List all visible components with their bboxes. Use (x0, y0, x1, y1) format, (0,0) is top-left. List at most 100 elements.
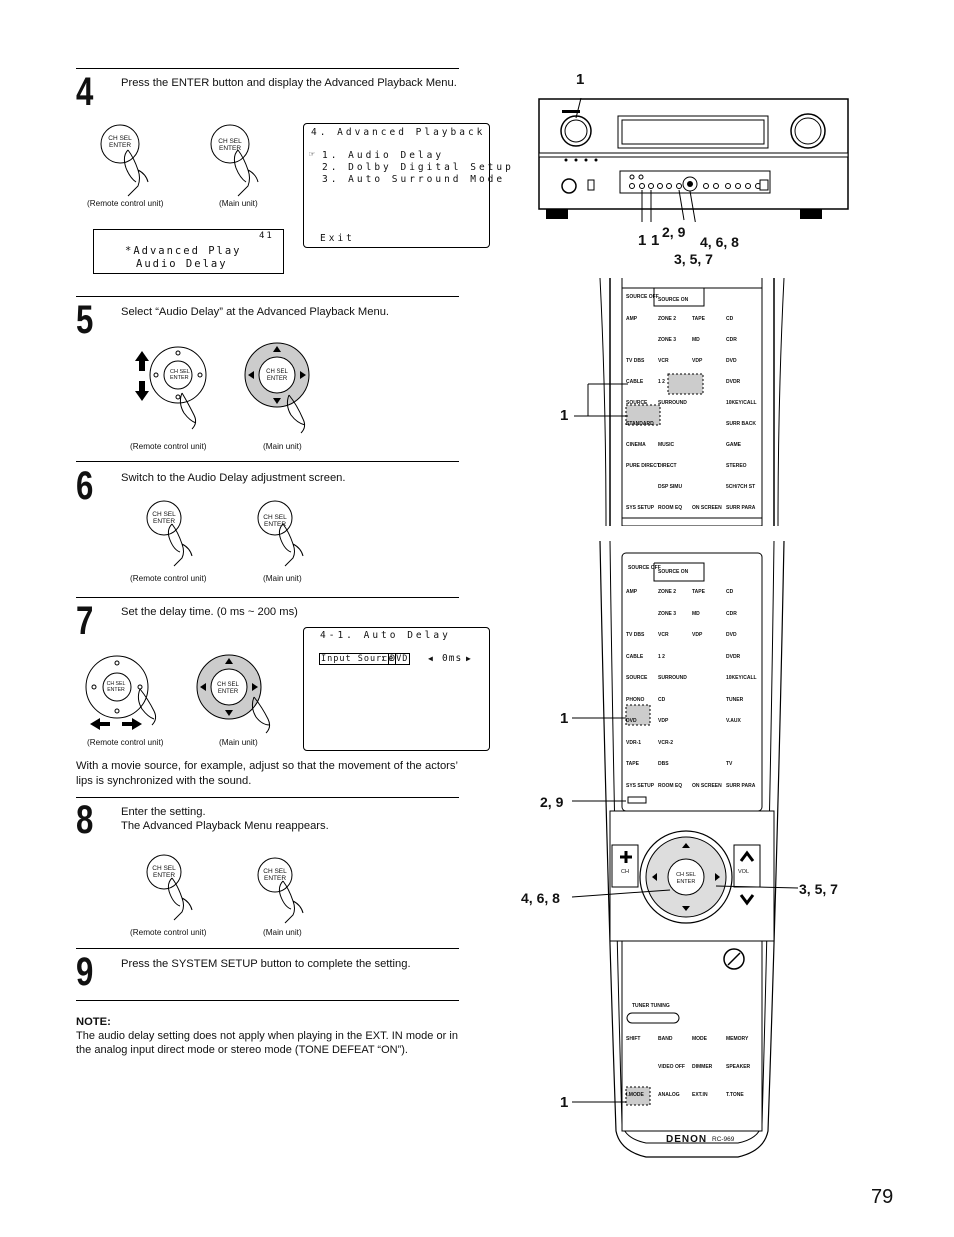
remote-button: CD (726, 589, 734, 595)
step-number: 8 (76, 798, 94, 842)
remote-button: SURR BACK (726, 421, 756, 427)
brand-logo: DENON (666, 1134, 708, 1145)
osd-exit: Exit (320, 233, 355, 244)
note-label: NOTE: (76, 1016, 111, 1028)
step-text: Press the ENTER button and display the A… (121, 77, 457, 89)
remote-button: CDR (726, 337, 737, 343)
callout-leader (574, 383, 628, 417)
button-label: CH SEL (106, 681, 126, 687)
button-label: CH SEL (266, 369, 288, 375)
button-label: ENTER (217, 688, 239, 695)
remote-button: TUNER (726, 696, 744, 703)
remote-button: MEMORY (726, 1036, 749, 1042)
remote-button: VIDEO OFF (658, 1064, 685, 1070)
remote-button: MD (692, 610, 700, 617)
main-enter-press-illustration (257, 500, 304, 567)
divider (76, 461, 459, 462)
remote-button: CDR (726, 610, 737, 617)
note-text: The audio delay setting does not apply w… (76, 1030, 458, 1056)
main-enter-press-illustration (257, 857, 304, 924)
button-label: ENTER (263, 521, 287, 528)
remote-button: DVD (726, 632, 737, 638)
osd-item: 2. Dolby Digital Setup (322, 162, 514, 173)
remote-button: 10KEY/CALL (726, 400, 757, 406)
button-label: CH SEL (152, 511, 176, 518)
remote-button: SYS SETUP (626, 782, 655, 789)
osd-title: 4. Advanced Playback (311, 127, 486, 138)
remote-button: VCR (658, 358, 669, 364)
step-number: 9 (76, 950, 94, 994)
callout-leaders (571, 717, 799, 1103)
remote-button: VDR-1 (626, 739, 642, 746)
callout: 1 (560, 710, 569, 727)
button-label: ENTER (152, 518, 176, 525)
divider (76, 597, 459, 598)
remote-enter-press-illustration (146, 500, 193, 567)
remote-button: ZONE 3 (658, 337, 677, 343)
remote-button: SOURCE (626, 400, 648, 406)
remote-button: T.TONE (726, 1092, 744, 1098)
button-label: CH SEL (108, 135, 132, 142)
remote-button: AMP (626, 589, 638, 595)
remote-button: ON SCREEN (692, 505, 722, 511)
remote-button: ZONE 3 (658, 610, 677, 617)
callout: 1 (560, 407, 569, 424)
button-label: ENTER (676, 879, 696, 885)
callout: 1 (638, 232, 647, 249)
remote-button: DVD (626, 718, 637, 724)
osd-audio-delay: 4-1. Auto Delay Input Source : DVD ◀ 0ms… (303, 627, 490, 751)
button-label: ENTER (107, 687, 125, 693)
osd-advanced-playback-menu: 4. Advanced Playback ☞ 1. Audio Delay 2.… (303, 123, 511, 248)
remote-button: CABLE (626, 379, 644, 385)
remote-button: MODE (692, 1036, 707, 1042)
button-label: ENTER (152, 872, 176, 879)
remote-button: SURROUND (658, 675, 687, 681)
main-caption: (Main unit) (219, 738, 258, 747)
button-label: ENTER (108, 142, 132, 149)
callout: 2, 9 (540, 794, 564, 810)
remote-button: DVDR (726, 653, 741, 660)
remote-button: DIRECT (658, 463, 677, 469)
remote-button: TAPE (692, 316, 705, 322)
callout: 3, 5, 7 (674, 251, 713, 267)
remote-button: VDP (658, 718, 669, 724)
tab-source-on: SOURCE ON (658, 297, 689, 303)
tab-source-off: SOURCE OFF (626, 294, 659, 300)
step-number: 5 (76, 298, 94, 342)
remote-button: DVD (726, 358, 737, 364)
remote-button: 10KEY/CALL (726, 675, 757, 681)
button-label: CH SEL (263, 868, 287, 875)
remote-button: CABLE (626, 653, 644, 660)
osd-source-value: DVD (388, 653, 411, 665)
remote-leftright-illustration (85, 655, 157, 730)
remote-button: 1 2 (658, 653, 665, 660)
step-number: 4 (76, 70, 94, 114)
remote-control-lower-illustration (599, 541, 785, 1158)
button-label: CH SEL (263, 514, 287, 521)
step-text: The Advanced Playback Menu reappears. (121, 820, 329, 832)
remote-button: TV (726, 761, 733, 767)
remote-button: ZONE 2 (658, 589, 677, 595)
callout: 2, 9 (662, 224, 686, 240)
display-line: *Advanced Play (125, 245, 242, 257)
main-cursor-updown-illustration (244, 342, 310, 434)
divider (76, 68, 459, 69)
remote-button: TAPE (626, 761, 639, 767)
remote-button: SURR PARA (726, 505, 756, 511)
button-label: ENTER (266, 375, 288, 382)
left-arrow-icon: ◀ (428, 654, 436, 663)
remote-button: V.AUX (726, 718, 741, 724)
step-text: Press the SYSTEM SETUP button to complet… (121, 958, 411, 970)
remote-button: SYS SETUP (626, 505, 655, 511)
remote-button: VCR-2 (658, 739, 674, 746)
button-label: CH SEL (152, 865, 176, 872)
remote-caption: (Remote control unit) (130, 928, 207, 937)
remote-button: I.MODE (626, 1092, 644, 1098)
remote-button: SHIFT (626, 1036, 641, 1042)
front-display: 41 *Advanced Play Audio Delay (93, 229, 284, 274)
remote-button: MD (692, 337, 700, 343)
main-enter-press-illustration (210, 124, 259, 197)
remote-button: ZONE 2 (658, 316, 677, 322)
remote-button: TAPE (692, 589, 705, 595)
